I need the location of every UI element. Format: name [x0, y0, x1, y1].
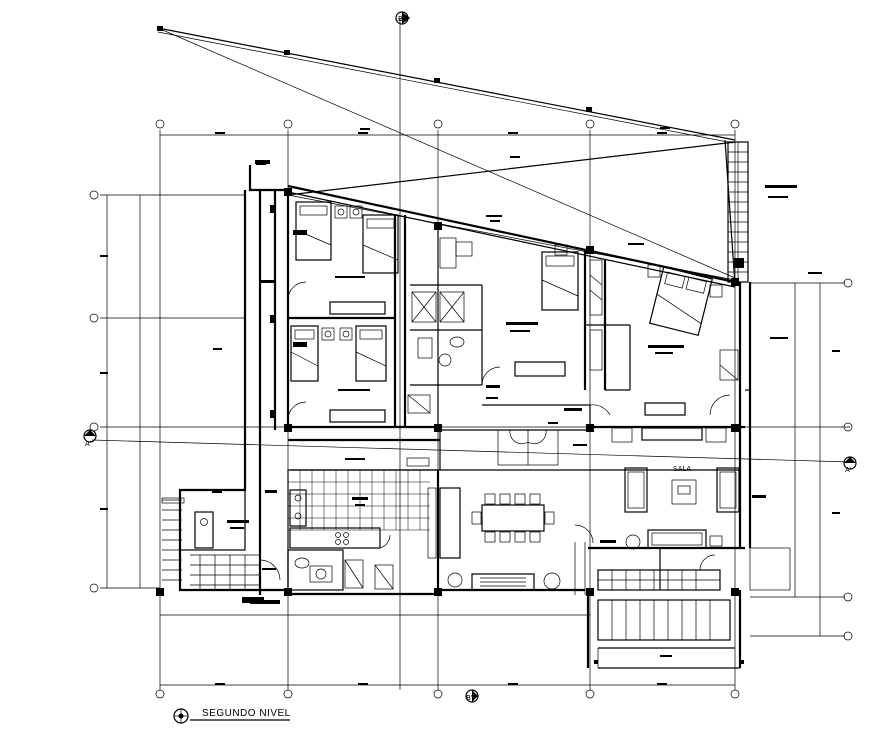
bathroom-lower [259, 549, 344, 591]
exterior-walls [178, 165, 752, 668]
section-mark-a-right: A' [845, 466, 852, 474]
section-markers: B' B' A' A' [83, 11, 857, 703]
drawing-title: SEGUNDO NIVEL [202, 708, 291, 719]
columns [156, 160, 744, 596]
interior-walls [288, 215, 750, 594]
bathroom-center [407, 215, 502, 414]
bedroom-1 [260, 201, 399, 315]
bedroom-master [644, 264, 822, 416]
section-mark-b-bottom: B' [466, 694, 473, 702]
title-block: SEGUNDO NIVEL [173, 708, 291, 724]
dimension-lines [100, 132, 840, 686]
service-stair-lines [162, 499, 260, 590]
bedroom-3 [506, 243, 644, 416]
kitchen [287, 457, 439, 595]
roof-lines [157, 26, 736, 288]
hall-area [497, 422, 727, 466]
section-mark-b-top: B' [398, 15, 405, 23]
section-mark-a-left: A' [85, 440, 92, 448]
laundry-area [161, 489, 280, 604]
grid-bubbles [89, 119, 853, 699]
main-stairs [574, 542, 791, 669]
living [600, 467, 766, 550]
room-label-sala: SALA [673, 465, 691, 473]
dining [439, 487, 594, 591]
bedroom-2 [287, 325, 387, 423]
